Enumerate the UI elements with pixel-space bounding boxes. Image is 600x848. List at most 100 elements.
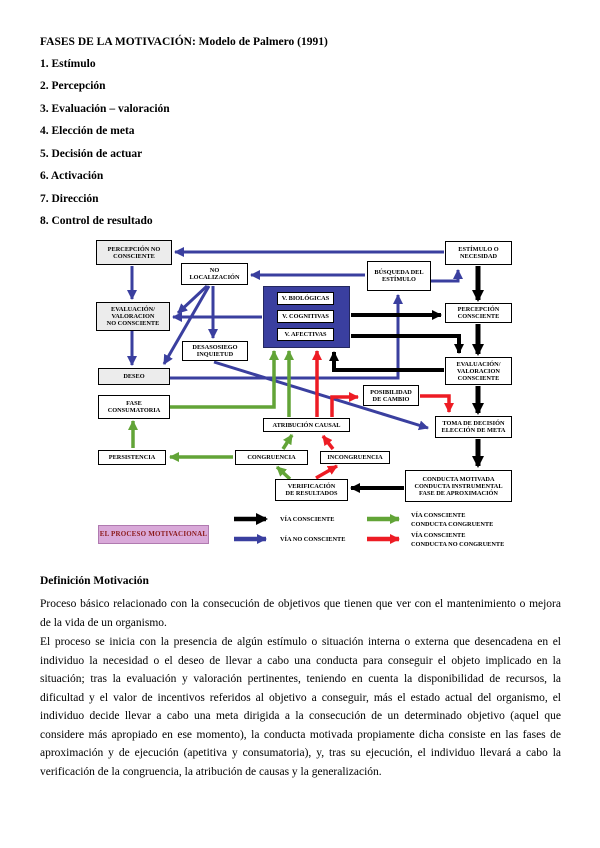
red-pathways bbox=[312, 350, 454, 480]
label-line: VALORACION bbox=[111, 313, 155, 320]
label-line: NO bbox=[209, 267, 220, 274]
box-no-localizacion: NO LOCALIZACIÓN bbox=[181, 263, 248, 285]
definition-paragraph-1: Proceso básico relacionado con la consec… bbox=[40, 598, 561, 629]
label-line: INQUIETUD bbox=[196, 351, 234, 358]
arrow-evaluacion-c-to-variables bbox=[329, 351, 444, 372]
label-line: DE RESULTADOS bbox=[285, 490, 338, 497]
label-line: V. AFECTIVAS bbox=[284, 331, 327, 338]
green-pathways bbox=[128, 350, 294, 481]
box-atribucion-causal: ATRIBUCIÓN CAUSAL bbox=[263, 418, 350, 432]
label-line: VÍA CONSCIENTE bbox=[411, 532, 466, 539]
label-line: EL PROCESO MOTIVACIONAL bbox=[99, 530, 208, 538]
box-estimulo-o-necesidad: ESTÍMULO O NECESIDAD bbox=[445, 241, 512, 265]
box-variables-group: V. BIOLÓGICAS V. COGNITIVAS V. AFECTIVAS bbox=[263, 286, 350, 348]
phase-item-4: 4. Elección de meta bbox=[40, 125, 135, 137]
box-posibilidad-de-cambio: POSIBILIDAD DE CAMBIO bbox=[363, 385, 419, 406]
label-line: ESTÍMULO bbox=[382, 276, 416, 283]
label-line: CONDUCTA NO CONGRUENTE bbox=[411, 541, 505, 548]
page-title: FASES DE LA MOTIVACIÓN: Modelo de Palmer… bbox=[40, 36, 328, 48]
label-line: VALORACION bbox=[457, 367, 500, 375]
definition-heading: Definición Motivación bbox=[40, 575, 149, 587]
phase-item-2: 2. Percepción bbox=[40, 80, 106, 92]
arrow-variables-to-evaluacion-consciente bbox=[351, 334, 464, 354]
arrow-fase-consumatoria-to-variables bbox=[170, 350, 279, 409]
box-evaluacion-no-consciente: EVALUACIÓN/ VALORACION NO CONSCIENTE bbox=[96, 302, 170, 331]
label-line: VÍA CONSCIENTE bbox=[411, 512, 466, 519]
box-evaluacion-consciente: EVALUACIÓN/ VALORACION CONSCIENTE bbox=[445, 357, 512, 385]
label-line: VÍA NO CONSCIENTE bbox=[280, 536, 346, 543]
phase-item-6: 6. Activación bbox=[40, 170, 104, 182]
label-line: PERSISTENCIA bbox=[108, 454, 156, 461]
label-line: CONDUCTA MOTIVADA bbox=[422, 475, 495, 483]
label-line: POSIBILIDAD bbox=[370, 388, 412, 396]
label-line: ELECCIÓN DE META bbox=[441, 427, 506, 434]
phase-item-8: 8. Control de resultado bbox=[40, 215, 153, 227]
label-line: VÍA CONSCIENTE bbox=[280, 516, 335, 523]
arrow-verificacion-to-incongruencia bbox=[315, 464, 338, 480]
label-line: CONSUMATORIA bbox=[107, 407, 161, 414]
label-line: DESEO bbox=[123, 373, 145, 380]
label-line: NECESIDAD bbox=[459, 253, 498, 260]
label-line: DESASOSIEGO bbox=[192, 344, 238, 351]
arrow-desasosiego-to-toma-de-decision bbox=[213, 360, 429, 431]
arrow-incongruencia-to-atribucion bbox=[321, 434, 335, 451]
legend-label-conducta-congruente: VÍA CONSCIENTE CONDUCTA CONGRUENTE bbox=[411, 511, 493, 529]
label-line: CONSCIENTE bbox=[457, 374, 500, 382]
label-line: LOCALIZACIÓN bbox=[189, 274, 240, 281]
process-motivational-label: EL PROCESO MOTIVACIONAL bbox=[98, 525, 209, 544]
label-line: V. BIOLÓGICAS bbox=[281, 295, 330, 302]
phase-item-3: 3. Evaluación – valoración bbox=[40, 103, 170, 115]
arrow-no-localizacion-to-evaluacion-nc bbox=[176, 284, 209, 315]
box-incongruencia: INCONGRUENCIA bbox=[320, 451, 390, 464]
box-variables-afectivas: V. AFECTIVAS bbox=[277, 328, 334, 341]
legend-label-via-no-consciente: VÍA NO CONSCIENTE bbox=[280, 535, 345, 544]
label-line: FASE DE APROXIMACIÓN bbox=[419, 489, 498, 497]
label-line: NO CONSCIENTE bbox=[106, 320, 160, 327]
label-line: PERCEPCIÓN bbox=[457, 306, 500, 313]
label-line: CONDUCTA CONGRUENTE bbox=[411, 521, 494, 528]
label-line: BÚSQUEDA DEL bbox=[374, 269, 424, 276]
phase-item-1: 1. Estímulo bbox=[40, 58, 96, 70]
label-line: CONSCIENTE bbox=[113, 252, 155, 260]
box-persistencia: PERSISTENCIA bbox=[98, 450, 166, 465]
box-fase-consumatoria: FASE CONSUMATORIA bbox=[98, 395, 170, 419]
blue-pathways bbox=[127, 247, 463, 431]
box-congruencia: CONGRUENCIA bbox=[235, 450, 308, 465]
black-pathways-secondary bbox=[329, 310, 464, 493]
arrow-busqueda-to-estimulo bbox=[431, 269, 463, 283]
arrow-deseo-to-busqueda bbox=[170, 294, 403, 380]
label-line: TOMA DE DECISIÓN bbox=[442, 420, 505, 427]
box-conducta-motivada: CONDUCTA MOTIVADA CONDUCTA INSTRUMENTAL … bbox=[405, 470, 512, 502]
label-line: EVALUACIÓN/ bbox=[456, 360, 501, 368]
box-desasosiego-inquietud: DESASOSIEGO INQUIETUD bbox=[182, 341, 248, 361]
label-line: DE CAMBIO bbox=[372, 395, 410, 403]
arrow-no-localizacion-to-deseo bbox=[162, 285, 211, 365]
box-percepcion-consciente: PERCEPCIÓN CONSCIENTE bbox=[445, 303, 512, 323]
label-line: EVALUACIÓN/ bbox=[111, 306, 155, 313]
box-variables-biologicas: V. BIOLÓGICAS bbox=[277, 292, 334, 305]
label-line: CONDUCTA INSTRUMENTAL bbox=[414, 482, 503, 490]
arrow-atribucion-to-posibilidad bbox=[330, 392, 359, 417]
definition-paragraph-2: El proceso se inicia con la presencia de… bbox=[40, 636, 561, 778]
legend-label-conducta-no-congruente: VÍA CONSCIENTE CONDUCTA NO CONGRUENTE bbox=[411, 531, 504, 549]
arrow-congruencia-to-atribucion bbox=[281, 434, 294, 450]
label-line: FASE bbox=[126, 400, 142, 407]
label-line: CONGRUENCIA bbox=[247, 454, 296, 461]
arrow-verificacion-to-congruencia bbox=[275, 465, 292, 481]
label-line: V. COGNITIVAS bbox=[282, 313, 329, 320]
box-variables-cognitivas: V. COGNITIVAS bbox=[277, 310, 334, 323]
label-line: PERCEPCIÓN NO bbox=[107, 245, 161, 253]
legend-arrows bbox=[234, 513, 400, 544]
label-line: VERIFICACIÓN bbox=[287, 483, 336, 490]
box-busqueda-del-estimulo: BÚSQUEDA DEL ESTÍMULO bbox=[367, 261, 431, 291]
label-line: CONSCIENTE bbox=[457, 313, 500, 320]
box-toma-de-decision: TOMA DE DECISIÓN ELECCIÓN DE META bbox=[435, 416, 512, 438]
box-percepcion-no-consciente: PERCEPCIÓN NO CONSCIENTE bbox=[96, 240, 172, 265]
label-line: ATRIBUCIÓN CAUSAL bbox=[272, 421, 341, 429]
phase-item-5: 5. Decisión de actuar bbox=[40, 148, 143, 160]
phase-item-7: 7. Dirección bbox=[40, 193, 99, 205]
arrow-posibilidad-to-toma bbox=[420, 394, 454, 413]
box-verificacion-de-resultados: VERIFICACIÓN DE RESULTADOS bbox=[275, 479, 348, 501]
